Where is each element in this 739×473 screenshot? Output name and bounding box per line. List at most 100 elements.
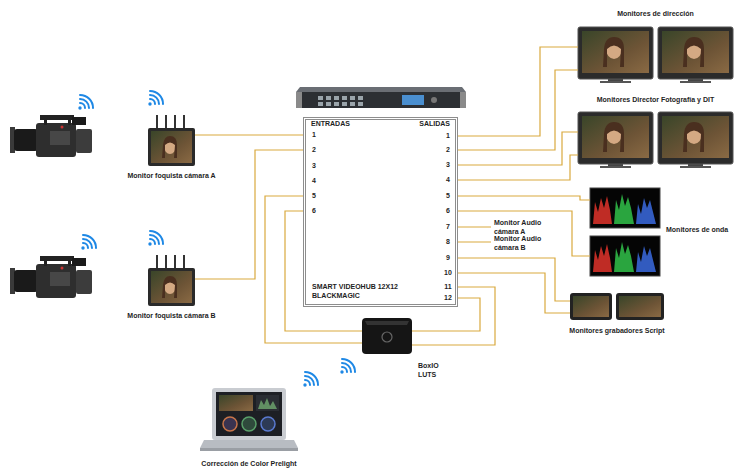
signal-cable [195,134,303,135]
rack-button [342,102,347,106]
label-holder: 5 [312,192,316,201]
label-holder: 3 [312,162,316,171]
grading-viewer [219,395,253,411]
focus-monitor: Monitor foquista cámara B [148,268,195,306]
label-holder: 1 [312,131,316,140]
rack-button [350,96,355,100]
label-holder: 2 [312,146,316,155]
signal-cable [458,258,570,301]
tablet-screen [619,296,661,317]
port-number: 2 [312,146,316,155]
boxio-body [362,318,412,354]
grading-trace [258,398,277,409]
text-holder: SMART VIDEOHUB 12X12 BLACKMAGIC [312,283,412,300]
camera-a [10,115,92,157]
port-number: 4 [312,177,316,186]
rack-button [318,102,323,106]
text-holder: Monitores de onda [666,226,728,235]
laptop-lip [200,448,298,451]
node-caption: BoxIO LUTS [418,362,448,379]
port-number: 1 [446,132,450,141]
port-number: 8 [446,238,450,247]
monitor-group: Monitores de onda [590,188,660,276]
port-number: 1 [312,131,316,140]
node-caption: Monitores Director Fotografía y DIT [597,96,714,105]
lut-box: BoxIO LUTS [362,318,412,354]
label-holder: 7 [446,223,450,232]
camera-b [10,256,92,298]
rack-button [326,96,331,100]
label-holder: 1 [446,132,450,141]
wifi-camera-a [78,95,93,110]
monitor-group: Monitores grabadores Script [570,293,664,320]
rack-top [296,87,466,92]
label-holder: Monitor Audio cámara A [494,219,548,236]
label-holder: 6 [446,207,450,216]
text-holder: Monitores de dirección [617,10,694,19]
port-number: 6 [446,207,450,216]
focus-monitor-b [148,255,195,306]
color-wheel [223,417,237,431]
node-caption: Monitores de onda [666,226,728,235]
text-holder: Corrección de Color Prelight [201,460,296,469]
text-holder: Monitor foquista cámara A [127,172,215,181]
signal-cable [458,155,578,180]
wifi-laptop [303,372,318,387]
tablet-screen [573,296,609,317]
wifi-monitor-a [148,91,163,106]
signal-cable [458,211,590,256]
text-holder: Monitores Director Fotografía y DIT [597,96,714,105]
text-holder: BoxIO LUTS [418,362,448,379]
signal-cable [458,132,578,165]
node-caption: ENTRADAS [311,120,350,129]
dp-monitor [658,112,733,168]
label-holder: 4 [446,176,450,185]
port-number: 7 [446,223,450,232]
rack-knob [431,97,437,103]
node-caption: SMART VIDEOHUB 12X12 BLACKMAGIC [312,283,412,300]
color-wheel [261,417,275,431]
label-holder: 5 [446,192,450,201]
label-holder: 10 [444,269,452,278]
port-number: 6 [312,207,316,216]
rack-button [326,102,331,106]
waveform-1 [590,188,660,228]
port-number: 4 [446,176,450,185]
rack-button [358,102,363,106]
waveform-2 [590,236,660,276]
rack-screen [402,95,424,105]
rack-ear [460,92,466,108]
label-holder: 2 [446,146,450,155]
audio-wire [458,226,491,227]
rack-button [334,102,339,106]
signal-cable [458,70,578,150]
node-caption: Monitores grabadores Script [569,327,664,336]
focus-monitor: Monitor foquista cámara A [148,128,195,166]
laptop-node: Corrección de Color Prelight [202,388,296,450]
script-tablet [616,293,664,320]
port-number: 3 [312,162,316,171]
rack-button [342,96,347,100]
laptop-base [200,440,298,448]
signal-cable [458,273,570,313]
label-holder: 3 [446,161,450,170]
device-label: Monitor Audio cámara A [494,219,548,236]
rack-front [296,92,466,108]
rack-button [334,96,339,100]
laptop-lid [212,388,286,440]
port-number: 9 [446,254,450,263]
audio-wire [458,241,491,242]
node-caption: Corrección de Color Prelight [201,460,296,469]
port-number: 10 [444,269,452,278]
port-number: 5 [312,192,316,201]
port-number: 2 [446,146,450,155]
director-monitor [578,27,653,83]
label-holder: Monitor Audio cámara B [494,235,548,252]
port-number: 11 [444,283,451,292]
boxio-top [365,321,409,325]
signal-cable [195,150,303,279]
rack-button [358,96,363,100]
label-holder: 4 [312,177,316,186]
wifi-boxio [340,359,355,374]
node-caption: SALIDAS [419,120,450,129]
